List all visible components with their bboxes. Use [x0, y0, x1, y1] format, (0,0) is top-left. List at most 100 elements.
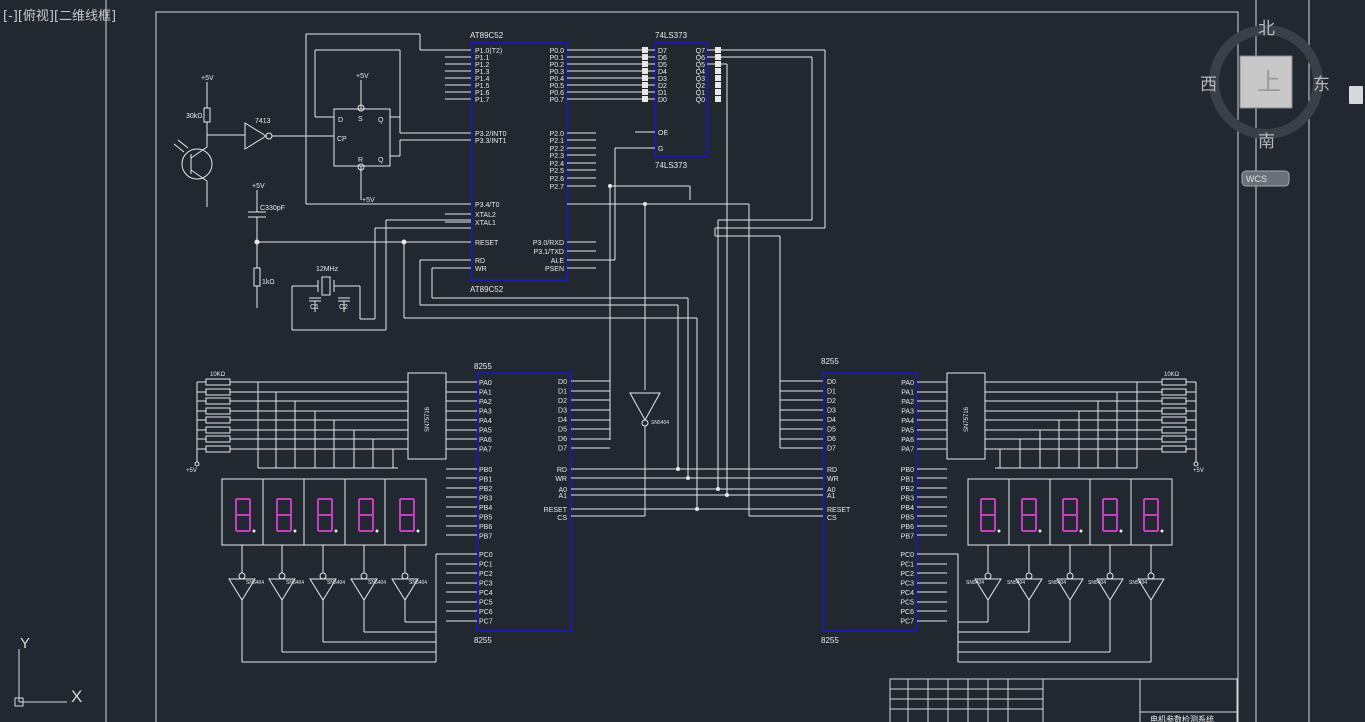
ppi-pin-label: PC5 — [900, 600, 914, 607]
buffer-label: SN5404 — [1088, 580, 1106, 586]
buffer-label: SN5404 — [368, 580, 386, 586]
crystal-label: 12MHz — [316, 266, 339, 273]
ppi-pin-label: CS — [827, 515, 837, 522]
mcu-pin-label: P0.4 — [550, 76, 565, 83]
mcu-pin-label: P3.1/TXD — [534, 249, 564, 256]
ppi-pin-label: PA5 — [479, 428, 492, 435]
wcs-label: WCS — [1246, 174, 1267, 184]
latch-pin-marker — [715, 82, 721, 88]
left-seven-segment-displays — [235, 498, 420, 533]
sensor-labels: +5V 30kΩ 7413 D S Q CP R Q +5V +5V +5V C… — [186, 73, 384, 311]
latch-pin-label: D2 — [658, 83, 667, 90]
ppi-pin-label: D6 — [558, 436, 567, 443]
viewcube-north[interactable]: 北 — [1258, 19, 1275, 38]
ppi-pin-label: D5 — [558, 427, 567, 434]
ppi-pin-label: RESET — [544, 507, 568, 514]
ppi-pin-label: PA3 — [901, 409, 914, 416]
latch-pin-label: OE — [658, 130, 668, 137]
flipflop-d-label: D — [338, 117, 343, 124]
ppi-pin-label: D7 — [827, 446, 836, 453]
latch-74ls373: 74LS373 74LS373 D7D6D5D4D3D2D1D0OEGQ7Q6Q… — [642, 31, 721, 170]
ppi-pin-label: PA5 — [901, 428, 914, 435]
ppi-pin-label: PA4 — [901, 418, 914, 425]
ppi-right-label-bottom: 8255 — [821, 636, 839, 645]
ppi-pin-label: PA7 — [479, 447, 492, 454]
viewcube-south[interactable]: 南 — [1258, 132, 1275, 151]
latch-pin-label: D4 — [658, 69, 667, 76]
ppi-pin-label: PC0 — [479, 552, 493, 559]
mcu-pin-label: P1.5 — [475, 83, 490, 90]
ppi-pin-label: PC0 — [900, 552, 914, 559]
vcc-label-ff-top: +5V — [356, 73, 369, 80]
right-driver-label: SN75716 — [964, 406, 970, 432]
latch-pin-label: Q4 — [696, 69, 705, 76]
ppi-pin-label: PC7 — [900, 619, 914, 626]
ppi-pin-label: D5 — [827, 427, 836, 434]
mcu-pin-label: P0.0 — [550, 48, 565, 55]
ppi-pin-label: PA7 — [901, 447, 914, 454]
ppi-pin-label: PB4 — [479, 505, 492, 512]
mcu-pin-label: P2.1 — [550, 138, 565, 145]
latch-pin-label: Q2 — [696, 83, 705, 90]
ppi-pin-label: PA0 — [901, 380, 914, 387]
mcu-pin-label: P2.2 — [550, 146, 565, 153]
ppi-pin-label: PA3 — [479, 409, 492, 416]
mcu-pin-label: P1.7 — [475, 97, 490, 104]
ppi-pin-label: D3 — [558, 408, 567, 415]
mcu-pin-label: PSEN — [545, 266, 564, 273]
scrollbar-thumb[interactable] — [1349, 86, 1363, 104]
buffer-label: SN5404 — [286, 580, 304, 586]
flipflop-s-label: S — [358, 116, 363, 123]
viewcube-west[interactable]: 西 — [1200, 75, 1217, 94]
viewcube-east[interactable]: 东 — [1313, 75, 1330, 94]
ppi-pin-label: D1 — [827, 389, 836, 396]
ppi-pin-label: D4 — [558, 417, 567, 424]
ppi-pin-label: D0 — [827, 379, 836, 386]
right-seven-segment-displays — [980, 498, 1164, 533]
wcs-button[interactable] — [1241, 170, 1290, 187]
inverter-gate-label: SN5404 — [651, 420, 669, 426]
viewcube-top-label: 上 — [1257, 69, 1281, 96]
inverter-label: 7413 — [255, 118, 271, 125]
mcu-pin-label: P2.6 — [550, 176, 565, 183]
right-network-labels: 10KΩ +5V SN75716 — [964, 372, 1204, 474]
mcu-pin-label: RESET — [475, 240, 499, 247]
latch-label-bottom: 74LS373 — [655, 161, 688, 170]
mcu-pin-label: P2.7 — [550, 184, 565, 191]
viewport-controls-label[interactable]: [-][俯视][二维线框] — [3, 9, 117, 24]
viewcube-top-face[interactable] — [1239, 55, 1293, 109]
latch-pin-label: G — [658, 146, 663, 153]
mcu-pin-label: P1.3 — [475, 69, 490, 76]
mcu-pin-label: P1.1 — [475, 55, 490, 62]
digit-dp — [1079, 529, 1083, 533]
mcu-label-top: AT89C52 — [470, 31, 504, 40]
ppi-pin-label: A0 — [827, 487, 836, 494]
latch-pin-label: Q3 — [696, 76, 705, 83]
mcu-pin-label: P3.2/INT0 — [475, 131, 507, 138]
left-resnet-label: 10KΩ — [210, 372, 226, 378]
ppi-pin-label: D7 — [558, 446, 567, 453]
mcu-pin-label: P3.3/INT1 — [475, 138, 507, 145]
sensor-circuit — [173, 33, 471, 331]
digit-dp — [1119, 529, 1123, 533]
ucs-icon — [14, 649, 67, 707]
ppi-pin-label: PA6 — [901, 437, 914, 444]
latch-label-top: 74LS373 — [655, 31, 688, 40]
ppi-pin-label: A1 — [827, 493, 836, 500]
mcu-pin-label: XTAL1 — [475, 220, 496, 227]
digit-dp — [1160, 529, 1164, 533]
ppi-pin-label: PC3 — [479, 581, 493, 588]
ppi-pin-label: PB7 — [901, 534, 914, 541]
right-resistor-network — [917, 372, 1199, 663]
ppi-pin-label: A0 — [558, 487, 567, 494]
ppi-pin-label: PB6 — [479, 524, 492, 531]
ppi-pin-label: PC5 — [479, 600, 493, 607]
viewcube[interactable]: 上 北 南 西 东 WCS — [1200, 19, 1330, 187]
ppi-pin-label: PA1 — [479, 390, 492, 397]
mcu-pin-label: XTAL2 — [475, 212, 496, 219]
mcu-pin-label: P0.5 — [550, 83, 565, 90]
mcu-pin-label: P2.4 — [550, 161, 565, 168]
mcu-pin-label: P0.2 — [550, 62, 565, 69]
